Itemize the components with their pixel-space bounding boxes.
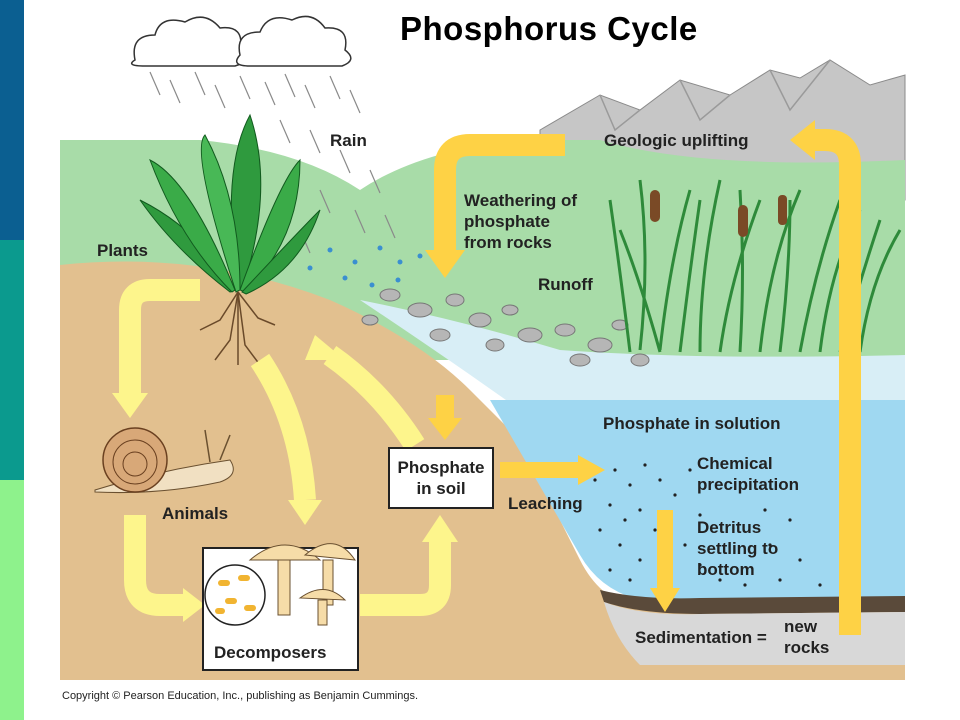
clouds bbox=[130, 15, 352, 67]
arrow-uplift-head bbox=[790, 120, 815, 160]
label-runoff: Runoff bbox=[538, 275, 593, 294]
arrow-to-soil-head bbox=[428, 418, 462, 440]
label-decomposers: Decomposers bbox=[214, 643, 327, 662]
label-plants: Plants bbox=[97, 241, 149, 260]
cattails bbox=[650, 190, 787, 237]
label-rain: Rain bbox=[330, 131, 367, 150]
snail bbox=[94, 427, 234, 494]
arrow-plant-to-animal bbox=[119, 279, 200, 395]
label-new-rocks: new rocks bbox=[784, 616, 829, 658]
arrow-plant-to-animal-head bbox=[112, 393, 148, 418]
label-new-rocks-line1: new bbox=[784, 617, 818, 636]
label-detritus-line1: Detritus bbox=[697, 518, 762, 537]
stream-rocks bbox=[361, 288, 650, 367]
cycle-arrows bbox=[112, 120, 861, 635]
arrow-leaching-head bbox=[578, 455, 605, 485]
page-title: Phosphorus Cycle bbox=[400, 10, 698, 47]
copyright-notice: Copyright © Pearson Education, Inc., pub… bbox=[62, 690, 419, 702]
arrow-decomposer-to-soil-head bbox=[422, 515, 458, 542]
arrow-uplift bbox=[815, 129, 861, 635]
arrow-animal-to-decomposer bbox=[124, 515, 185, 616]
bacteria-circle bbox=[204, 564, 266, 626]
sidebar-bar-mid bbox=[0, 240, 24, 480]
new-rocks-layer bbox=[604, 602, 905, 665]
label-weathering-line1: Weathering of bbox=[464, 191, 578, 210]
bacteria bbox=[215, 575, 256, 614]
lake bbox=[490, 400, 905, 600]
label-detritus: Detritus settling to bottom bbox=[697, 517, 778, 580]
label-weathering-line3: from rocks bbox=[464, 233, 552, 252]
arrow-weathering-head bbox=[425, 250, 465, 278]
sediment bbox=[600, 590, 905, 614]
label-sedimentation: Sedimentation = bbox=[635, 628, 767, 647]
arrow-plant-to-decomposer-head bbox=[288, 500, 322, 525]
label-chemical-precipitation: Chemical precipitation bbox=[697, 453, 799, 495]
arrow-weathering bbox=[434, 134, 565, 255]
label-geologic-uplifting: Geologic uplifting bbox=[604, 131, 749, 150]
label-chemical-line1: Chemical bbox=[697, 454, 773, 473]
label-phosphate-soil-line2: in soil bbox=[416, 479, 466, 498]
label-detritus-line2: settling to bbox=[697, 539, 779, 558]
arrow-soil-to-plant bbox=[323, 345, 425, 451]
phosphate-in-soil-box: Phosphate in soil bbox=[388, 447, 494, 509]
label-detritus-line3: bottom bbox=[697, 560, 755, 579]
detritus-particles bbox=[593, 463, 822, 587]
sidebar-bar-top bbox=[0, 0, 24, 240]
arrow-settling-head bbox=[650, 588, 680, 612]
label-phosphate-in-solution: Phosphate in solution bbox=[603, 414, 781, 433]
rain-droplets bbox=[307, 245, 423, 288]
label-animals: Animals bbox=[162, 504, 229, 523]
mountain-shading bbox=[599, 59, 831, 132]
plant-roots bbox=[199, 291, 276, 366]
sidebar-bar-bottom bbox=[0, 480, 24, 720]
arrow-decomposer-to-soil bbox=[360, 540, 451, 616]
label-leaching: Leaching bbox=[508, 494, 583, 513]
stream bbox=[360, 300, 905, 410]
label-weathering-line2: phosphate bbox=[464, 212, 550, 231]
arrow-plant-to-decomposer bbox=[250, 353, 316, 501]
label-phosphate-soil-line1: Phosphate bbox=[397, 458, 485, 477]
mushrooms bbox=[248, 543, 357, 626]
arrow-animal-to-decomposer-head bbox=[183, 588, 205, 622]
label-weathering: Weathering of phosphate from rocks bbox=[464, 190, 577, 253]
plant bbox=[139, 113, 321, 295]
label-chemical-line2: precipitation bbox=[697, 475, 800, 494]
arrow-soil-to-plant-head bbox=[305, 335, 345, 360]
label-new-rocks-line2: rocks bbox=[784, 638, 830, 657]
